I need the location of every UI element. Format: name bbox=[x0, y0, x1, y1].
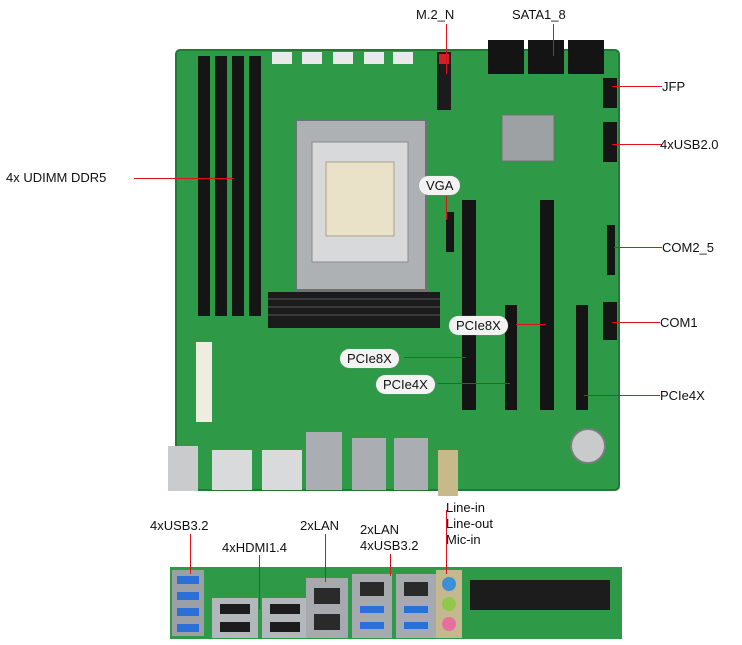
jfp-header bbox=[603, 78, 617, 108]
io-usb32-stack bbox=[172, 570, 204, 636]
atx-power-connector bbox=[196, 342, 212, 422]
leader-io-lan bbox=[325, 534, 326, 582]
label-vga: VGA bbox=[419, 176, 461, 195]
label-pcie4x-b: PCIe4X bbox=[660, 388, 705, 403]
io-pcie-edge bbox=[470, 580, 610, 610]
label-com1: COM1 bbox=[660, 315, 698, 330]
sata-connectors bbox=[488, 40, 604, 74]
leader-io-lan-usb bbox=[390, 554, 391, 576]
leader-pcie8x-b bbox=[404, 357, 466, 358]
leader-jfp bbox=[612, 86, 662, 87]
label-sata: SATA1_8 bbox=[512, 7, 566, 22]
label-io-audio-line-in: Line-in bbox=[446, 500, 486, 515]
io-hdmi-stack bbox=[212, 598, 308, 638]
lga-socket-icon bbox=[295, 119, 427, 291]
leader-io-hdmi bbox=[259, 555, 260, 609]
leader-vga bbox=[446, 196, 447, 220]
leader-usb20 bbox=[612, 144, 662, 145]
label-io-lan: 2xLAN bbox=[300, 518, 340, 533]
dimm-slots bbox=[198, 56, 261, 316]
leader-dimm bbox=[134, 178, 234, 179]
label-usb20: 4xUSB2.0 bbox=[660, 137, 719, 152]
leader-com1 bbox=[612, 322, 660, 323]
vga-header bbox=[446, 212, 454, 252]
leader-io-usb32 bbox=[190, 534, 191, 574]
label-io-lan-usb-2: 4xUSB3.2 bbox=[360, 538, 419, 553]
fan-headers bbox=[272, 52, 413, 64]
usb20-header bbox=[603, 122, 617, 162]
com2-5-header bbox=[607, 225, 615, 275]
leader-com25 bbox=[614, 247, 662, 248]
label-pcie4x-a: PCIe4X bbox=[376, 375, 435, 394]
label-io-audio-line-out: Line-out bbox=[446, 516, 493, 531]
coin-cell-icon bbox=[570, 428, 606, 464]
leader-sata bbox=[553, 24, 554, 56]
label-io-lan-usb-1: 2xLAN bbox=[360, 522, 400, 537]
board-rear-io bbox=[168, 432, 458, 496]
label-io-audio-mic-in: Mic-in bbox=[446, 532, 481, 547]
label-io-hdmi: 4xHDMI1.4 bbox=[222, 540, 288, 555]
label-com25: COM2_5 bbox=[662, 240, 715, 255]
com1-header bbox=[603, 302, 617, 340]
vrm-heatsink bbox=[268, 292, 440, 328]
leader-pcie8x-a bbox=[516, 324, 546, 325]
leader-io-audio bbox=[446, 510, 447, 574]
label-pcie8x-a: PCIe8X bbox=[449, 316, 508, 335]
io-lan-stack bbox=[306, 578, 348, 638]
io-lan-usb-stacks bbox=[352, 574, 436, 638]
leader-pcie4x-a bbox=[438, 383, 510, 384]
label-jfp: JFP bbox=[662, 79, 686, 94]
leader-pcie4x-b bbox=[584, 395, 660, 396]
label-m2n: M.2_N bbox=[416, 7, 455, 22]
chipset-heatsink bbox=[501, 114, 555, 162]
m2-connector bbox=[437, 52, 451, 110]
label-dimm: 4x UDIMM DDR5 bbox=[6, 170, 107, 185]
leader-m2n bbox=[446, 24, 447, 74]
label-pcie8x-b: PCIe8X bbox=[340, 349, 399, 368]
label-io-usb32: 4xUSB3.2 bbox=[150, 518, 209, 533]
io-audio-jacks bbox=[436, 570, 462, 638]
